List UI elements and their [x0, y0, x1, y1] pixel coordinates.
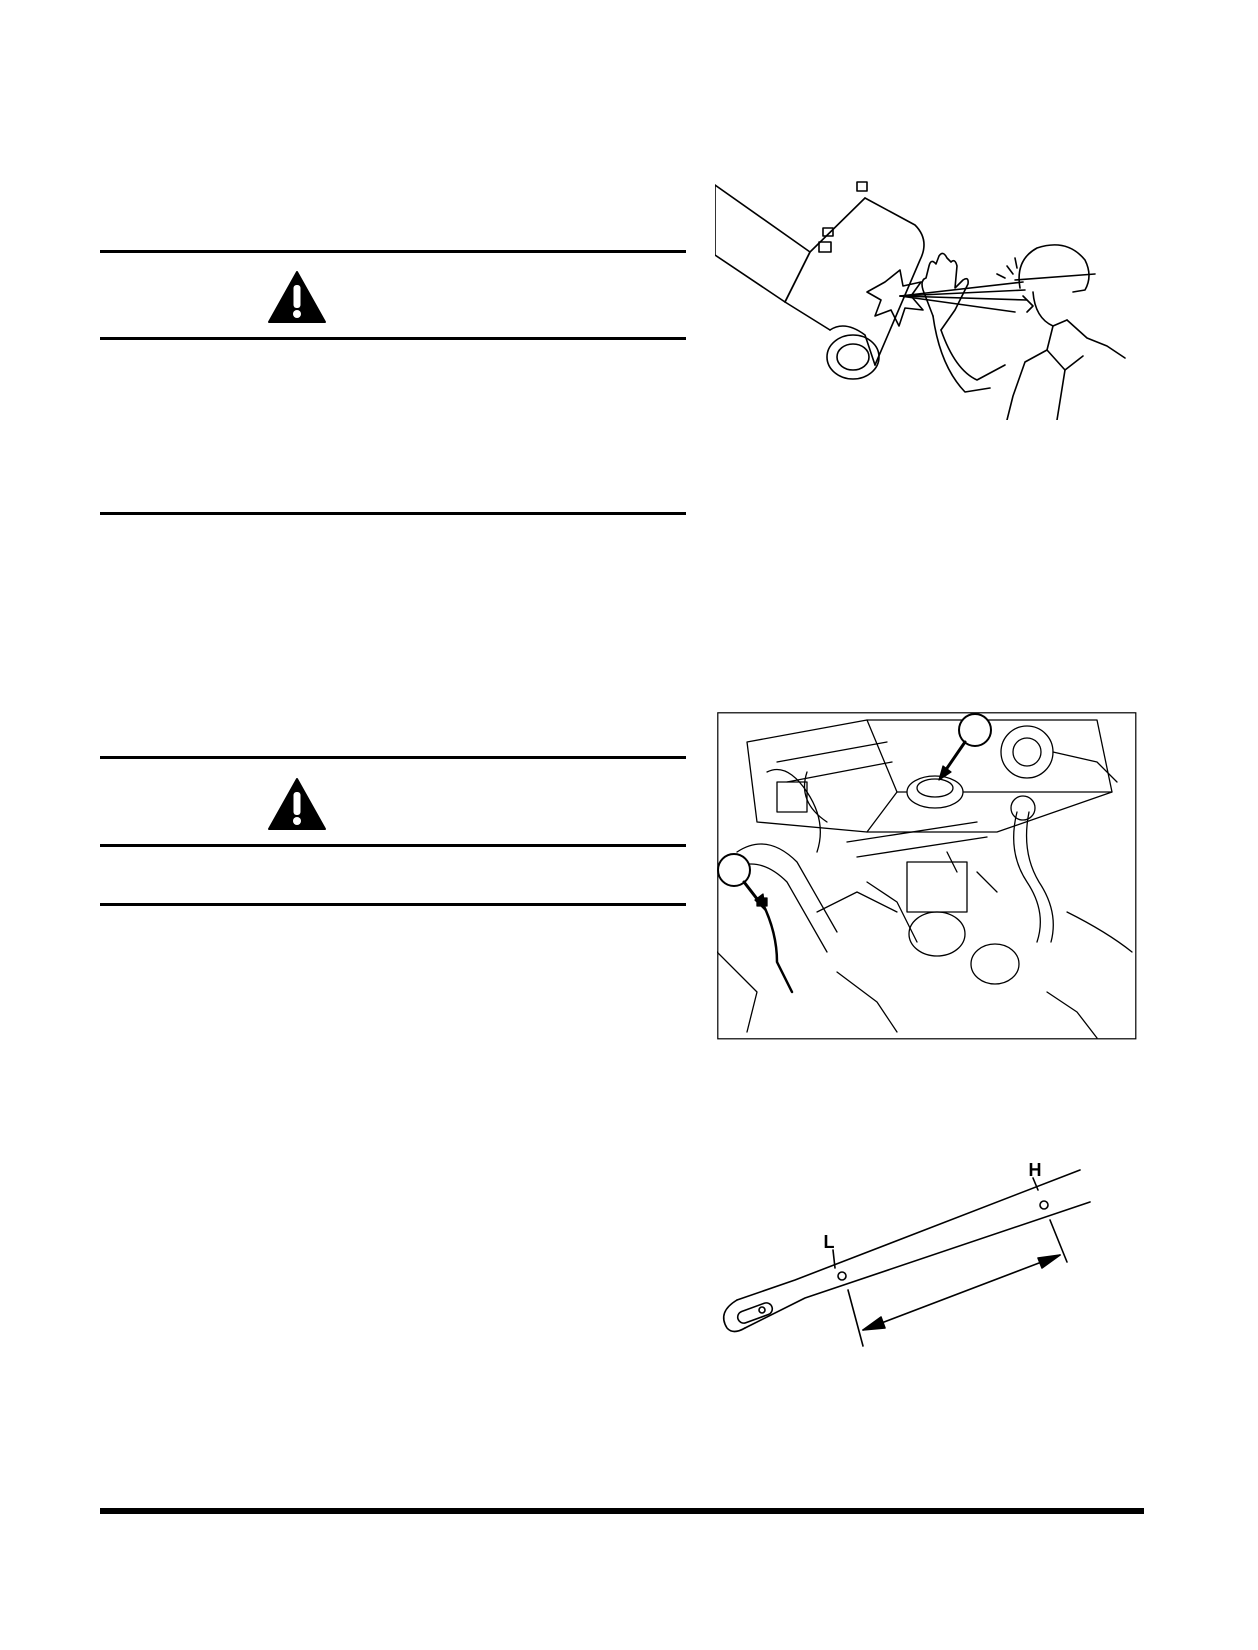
oil-dipstick-illustration: H L: [722, 1160, 1091, 1347]
hydraulic-leak-illustration: [715, 181, 1126, 420]
warning-1-top-rule: [100, 250, 686, 253]
high-mark-label: H: [1029, 1160, 1042, 1180]
warning-2-mid-rule: [100, 844, 686, 847]
engine-oil-cap-illustration: [717, 712, 1137, 1040]
warning-2-bottom-rule: [100, 903, 686, 906]
low-mark-label: L: [824, 1232, 835, 1252]
warning-1-bottom-rule: [100, 512, 686, 515]
warning-triangle-icon: [268, 271, 326, 323]
warning-1-mid-rule: [100, 337, 686, 340]
warning-2-top-rule: [100, 756, 686, 759]
warning-triangle-icon: [268, 778, 326, 830]
footer-rule: [100, 1508, 1144, 1514]
